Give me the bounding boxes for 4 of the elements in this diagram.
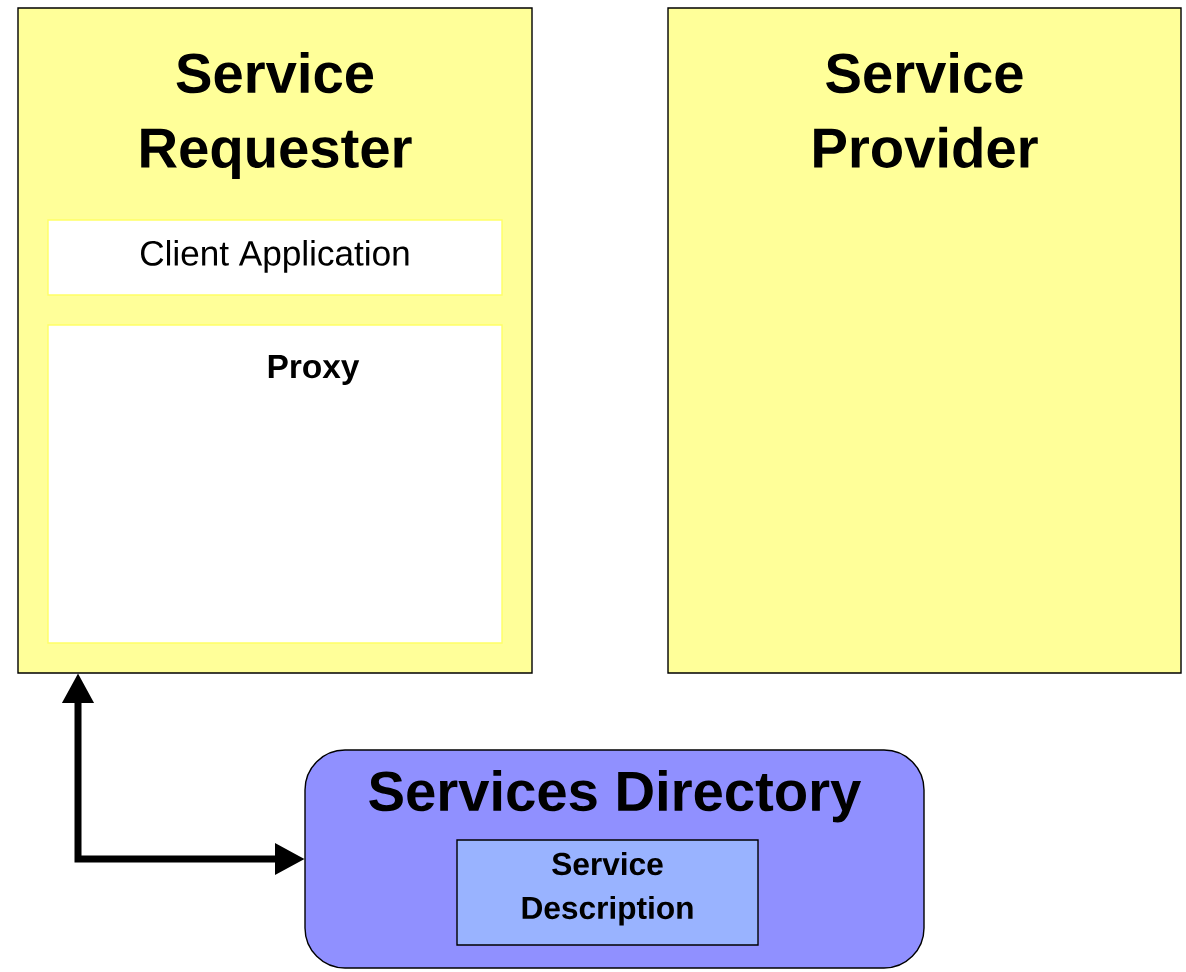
- provider-box: Service Provider: [667, 7, 1182, 674]
- description-box: Service Description: [456, 839, 759, 946]
- proxy-box: Proxy: [47, 324, 503, 644]
- application-box: Client Application: [47, 219, 503, 296]
